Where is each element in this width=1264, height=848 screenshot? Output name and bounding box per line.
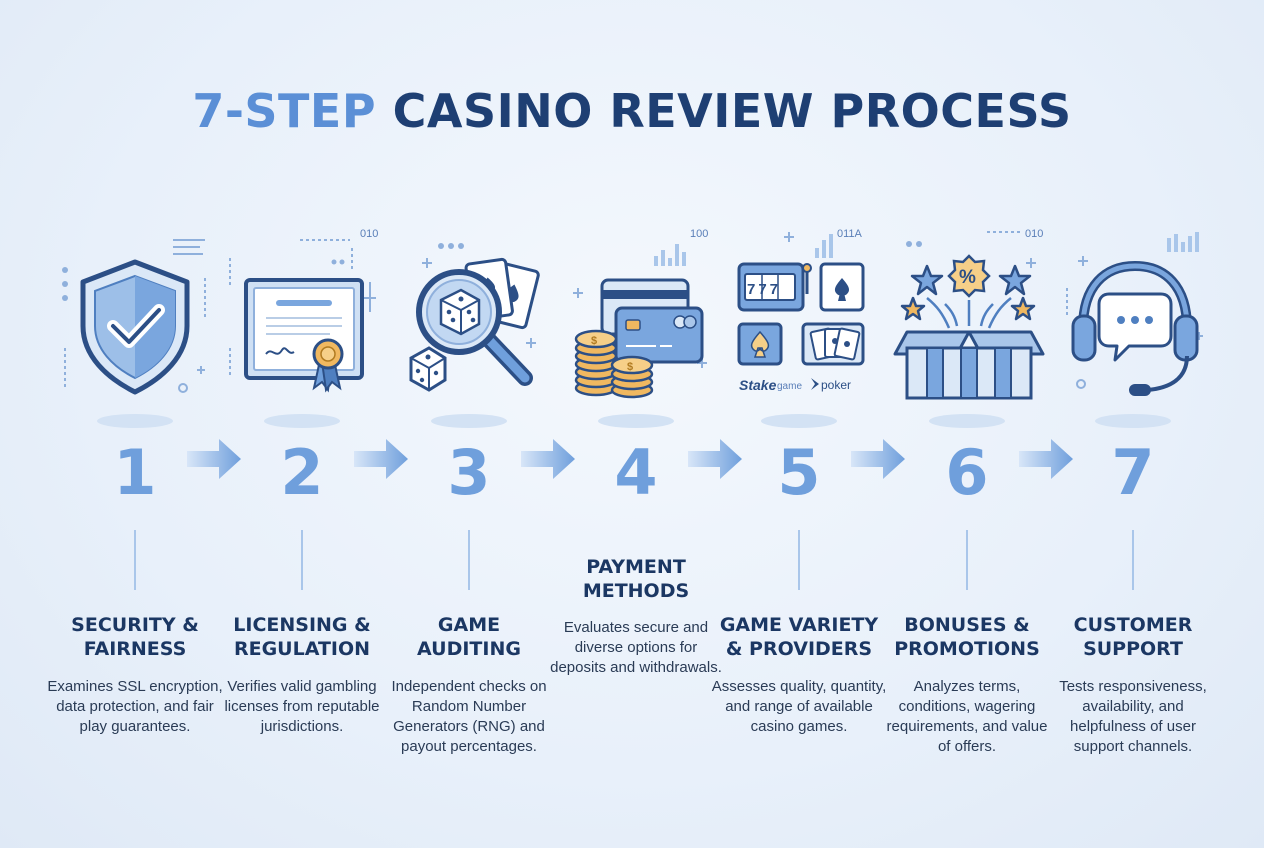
icon-shadow	[97, 414, 173, 428]
svg-text:$: $	[591, 335, 597, 347]
step-number: 7	[1111, 436, 1155, 509]
step-description: Examines SSL encryption, data protection…	[47, 678, 223, 735]
connector-line	[301, 530, 303, 590]
step-number: 2	[280, 436, 324, 509]
step-2: 010 2 LICENSING &REGULATION Verifies val…	[218, 0, 386, 848]
icon-shadow	[761, 414, 837, 428]
step-5: 011A 777 Stake game poker 5 GAME VARIETY…	[712, 0, 887, 848]
svg-text:poker: poker	[821, 378, 851, 392]
page-title: 7-STEP CASINO REVIEW PROCESS	[0, 84, 1264, 138]
svg-text:010: 010	[360, 228, 378, 240]
icon-shadow	[1095, 414, 1171, 428]
step-title: GAME VARIETY& PROVIDERS	[719, 614, 879, 660]
arrow-right-icon	[1017, 436, 1075, 482]
step-number: 1	[113, 436, 157, 509]
icon-shadow	[264, 414, 340, 428]
step-number: 4	[614, 436, 658, 509]
connector-line	[134, 530, 136, 590]
headset-chat-icon	[1053, 228, 1213, 408]
shield-check-icon	[55, 228, 215, 408]
svg-text:010: 010	[1025, 228, 1043, 240]
step-title: BONUSES &PROMOTIONS	[894, 614, 1040, 660]
svg-text:777: 777	[747, 281, 781, 298]
step-6: 010 % 6 BONUSES &PROMOTIONS Analyzes ter…	[883, 0, 1051, 848]
arrow-right-icon	[849, 436, 907, 482]
icon-shadow	[929, 414, 1005, 428]
svg-text:%: %	[959, 267, 976, 288]
connector-line	[1132, 530, 1134, 590]
icon-shadow	[431, 414, 507, 428]
arrow-right-icon	[352, 436, 410, 482]
step-title: SECURITY &FAIRNESS	[71, 614, 199, 660]
step-description: Verifies valid gambling licenses from re…	[224, 678, 380, 735]
coins-cards-icon: 100 $ $	[556, 228, 716, 408]
certificate-icon: 010	[222, 228, 382, 408]
step-number: 6	[945, 436, 989, 509]
title-accent: 7-STEP	[192, 84, 377, 138]
svg-text:game: game	[777, 381, 802, 392]
connector-line	[966, 530, 968, 590]
step-title: LICENSING &REGULATION	[233, 614, 371, 660]
step-description: Independent checks on Random Number Gene…	[391, 678, 547, 755]
connector-line	[468, 530, 470, 590]
step-1: 1 SECURITY &FAIRNESS Examines SSL encryp…	[47, 0, 223, 848]
arrow-right-icon	[686, 436, 744, 482]
svg-text:011A: 011A	[837, 228, 863, 240]
title-main: CASINO REVIEW PROCESS	[392, 84, 1072, 138]
svg-text:$: $	[627, 361, 633, 373]
casino-games-icon: 011A 777 Stake game poker	[719, 228, 879, 408]
step-description: Assesses quality, quantity, and range of…	[711, 678, 887, 735]
step-description: Evaluates secure and diverse options for…	[550, 619, 722, 676]
arrow-right-icon	[519, 436, 577, 482]
step-number: 5	[777, 436, 821, 509]
connector-line	[798, 530, 800, 590]
step-description: Analyzes terms, conditions, wagering req…	[886, 678, 1048, 755]
icon-shadow	[598, 414, 674, 428]
step-description: Tests responsiveness, availability, and …	[1059, 678, 1207, 755]
gift-box-icon: 010 %	[887, 228, 1047, 408]
magnifier-dice-icon	[389, 228, 549, 408]
svg-text:Stake: Stake	[739, 377, 777, 393]
step-number: 3	[447, 436, 491, 509]
svg-text:100: 100	[690, 228, 708, 240]
arrow-right-icon	[185, 436, 243, 482]
